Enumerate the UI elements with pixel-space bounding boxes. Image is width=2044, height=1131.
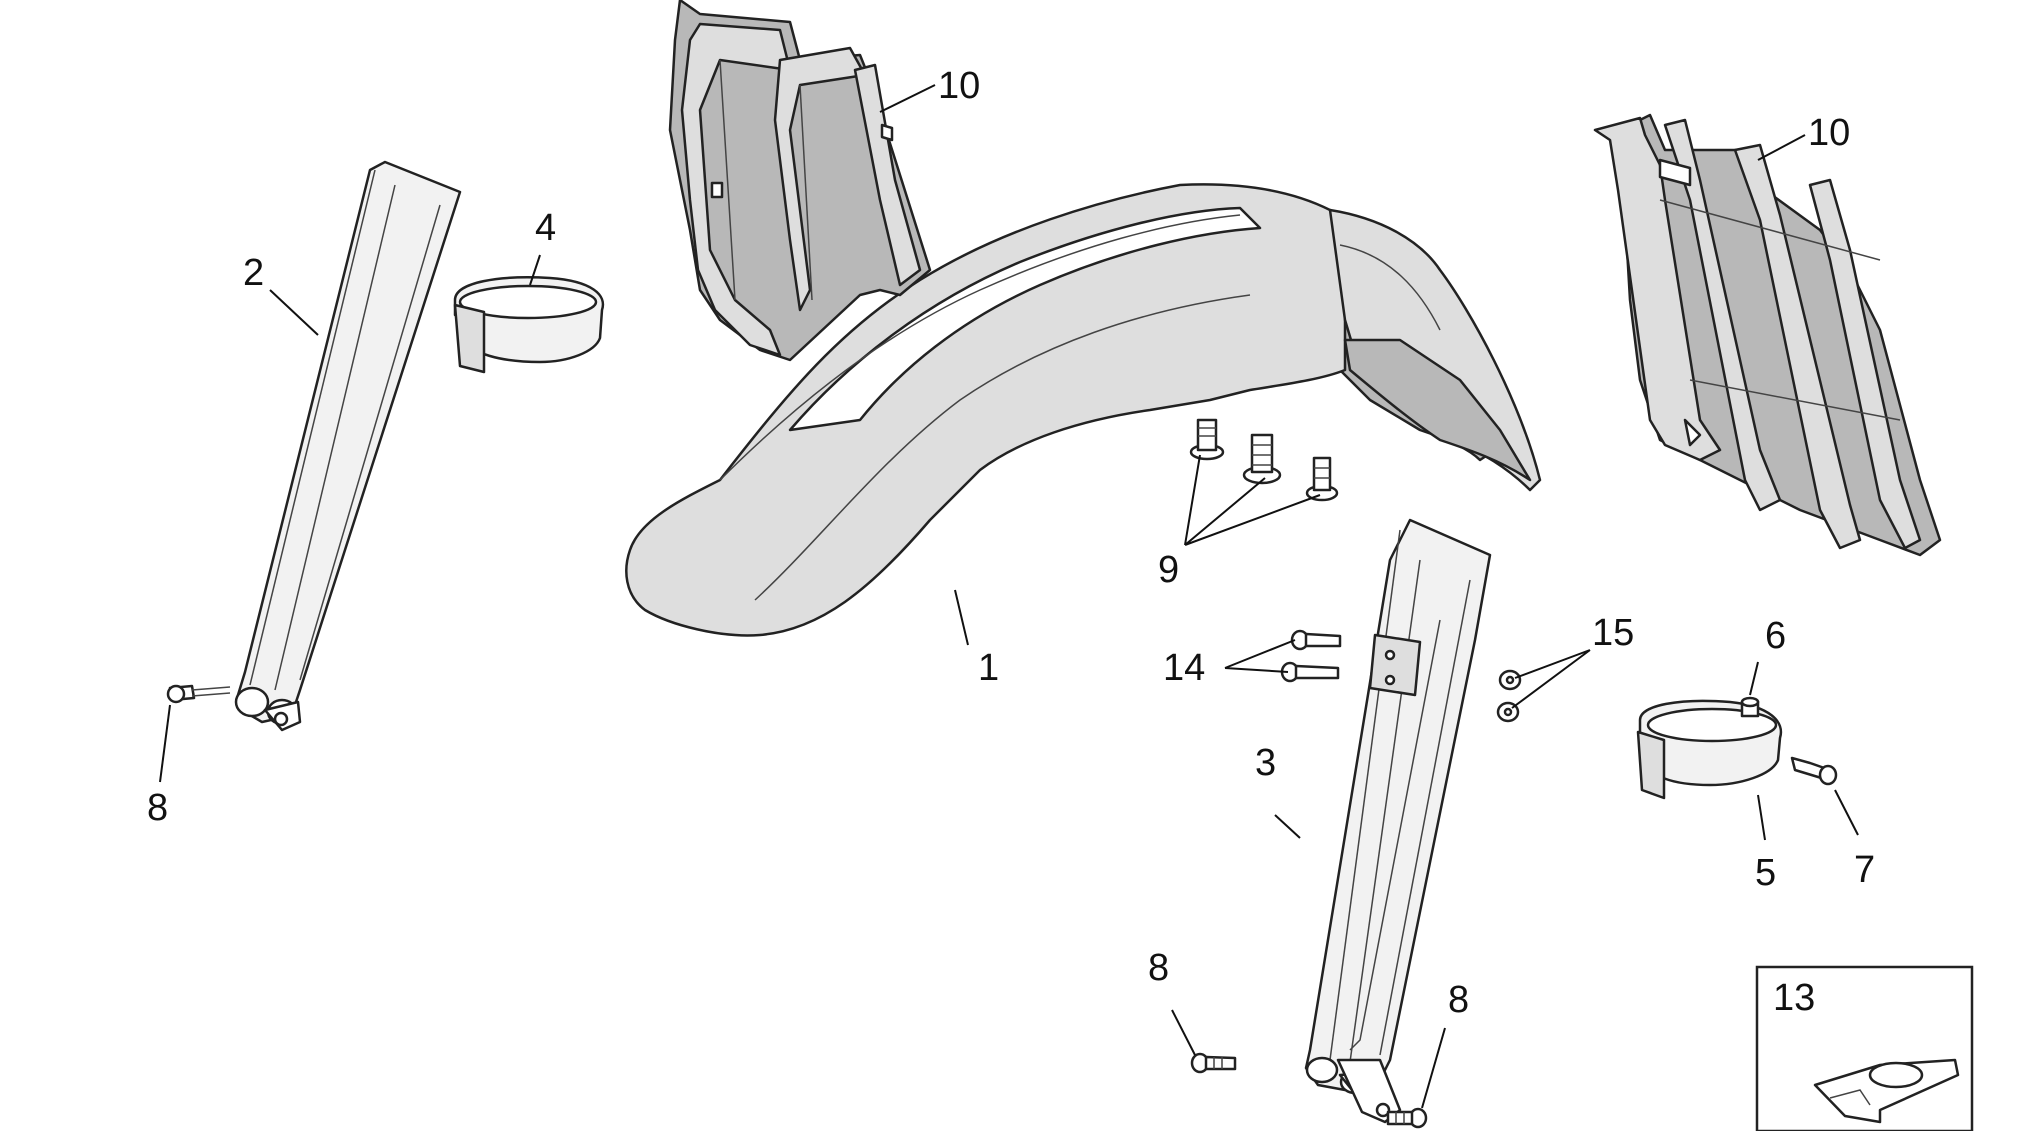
callout-9: 9 [1158, 549, 1179, 591]
callout-8-lower-right: 8 [1448, 979, 1469, 1021]
callout-8-lower-left: 8 [1148, 947, 1169, 989]
leader-lines [159, 84, 1859, 1109]
guard-screw-1 [1290, 629, 1342, 651]
callout-6: 6 [1765, 615, 1786, 657]
lower-screw-right [1386, 1107, 1428, 1129]
callout-15: 15 [1592, 612, 1634, 654]
callout-14: 14 [1163, 647, 1205, 689]
front-fender [625, 183, 1542, 637]
callout-4: 4 [535, 207, 556, 249]
callout-10-right: 10 [1808, 112, 1850, 154]
left-fork-guard [234, 160, 462, 732]
clamp-nut [1740, 696, 1760, 718]
fender-bolt-2 [1242, 433, 1282, 485]
callout-13: 13 [1773, 977, 1815, 1019]
callout-8-left: 8 [147, 787, 168, 829]
right-fork-guard [1304, 518, 1492, 1124]
left-fork-screw [166, 684, 231, 704]
guard-screws [1280, 629, 1342, 683]
fender-bolts [1189, 418, 1339, 502]
clamp-screw [1790, 756, 1838, 786]
guard-screw-2 [1280, 661, 1340, 683]
guard-nuts [1496, 669, 1522, 723]
fender-bolt-3 [1305, 456, 1339, 502]
callout-2: 2 [243, 252, 264, 294]
callout-5: 5 [1755, 852, 1776, 894]
lower-screw-left [1190, 1052, 1237, 1074]
callout-7: 7 [1854, 849, 1875, 891]
callout-1: 1 [978, 647, 999, 689]
callout-labels: 1 2 3 4 5 6 7 8 8 8 9 10 10 13 14 15 [147, 65, 1875, 1021]
right-clamp [1636, 699, 1783, 800]
inset-part-13 [1755, 965, 1974, 1131]
callout-3: 3 [1255, 742, 1276, 784]
left-radiator-guard [668, 0, 932, 362]
right-radiator-guard [1593, 113, 1942, 557]
callout-10-left: 10 [938, 65, 980, 107]
fender-bolt-1 [1189, 418, 1225, 461]
left-clamp [453, 276, 605, 374]
